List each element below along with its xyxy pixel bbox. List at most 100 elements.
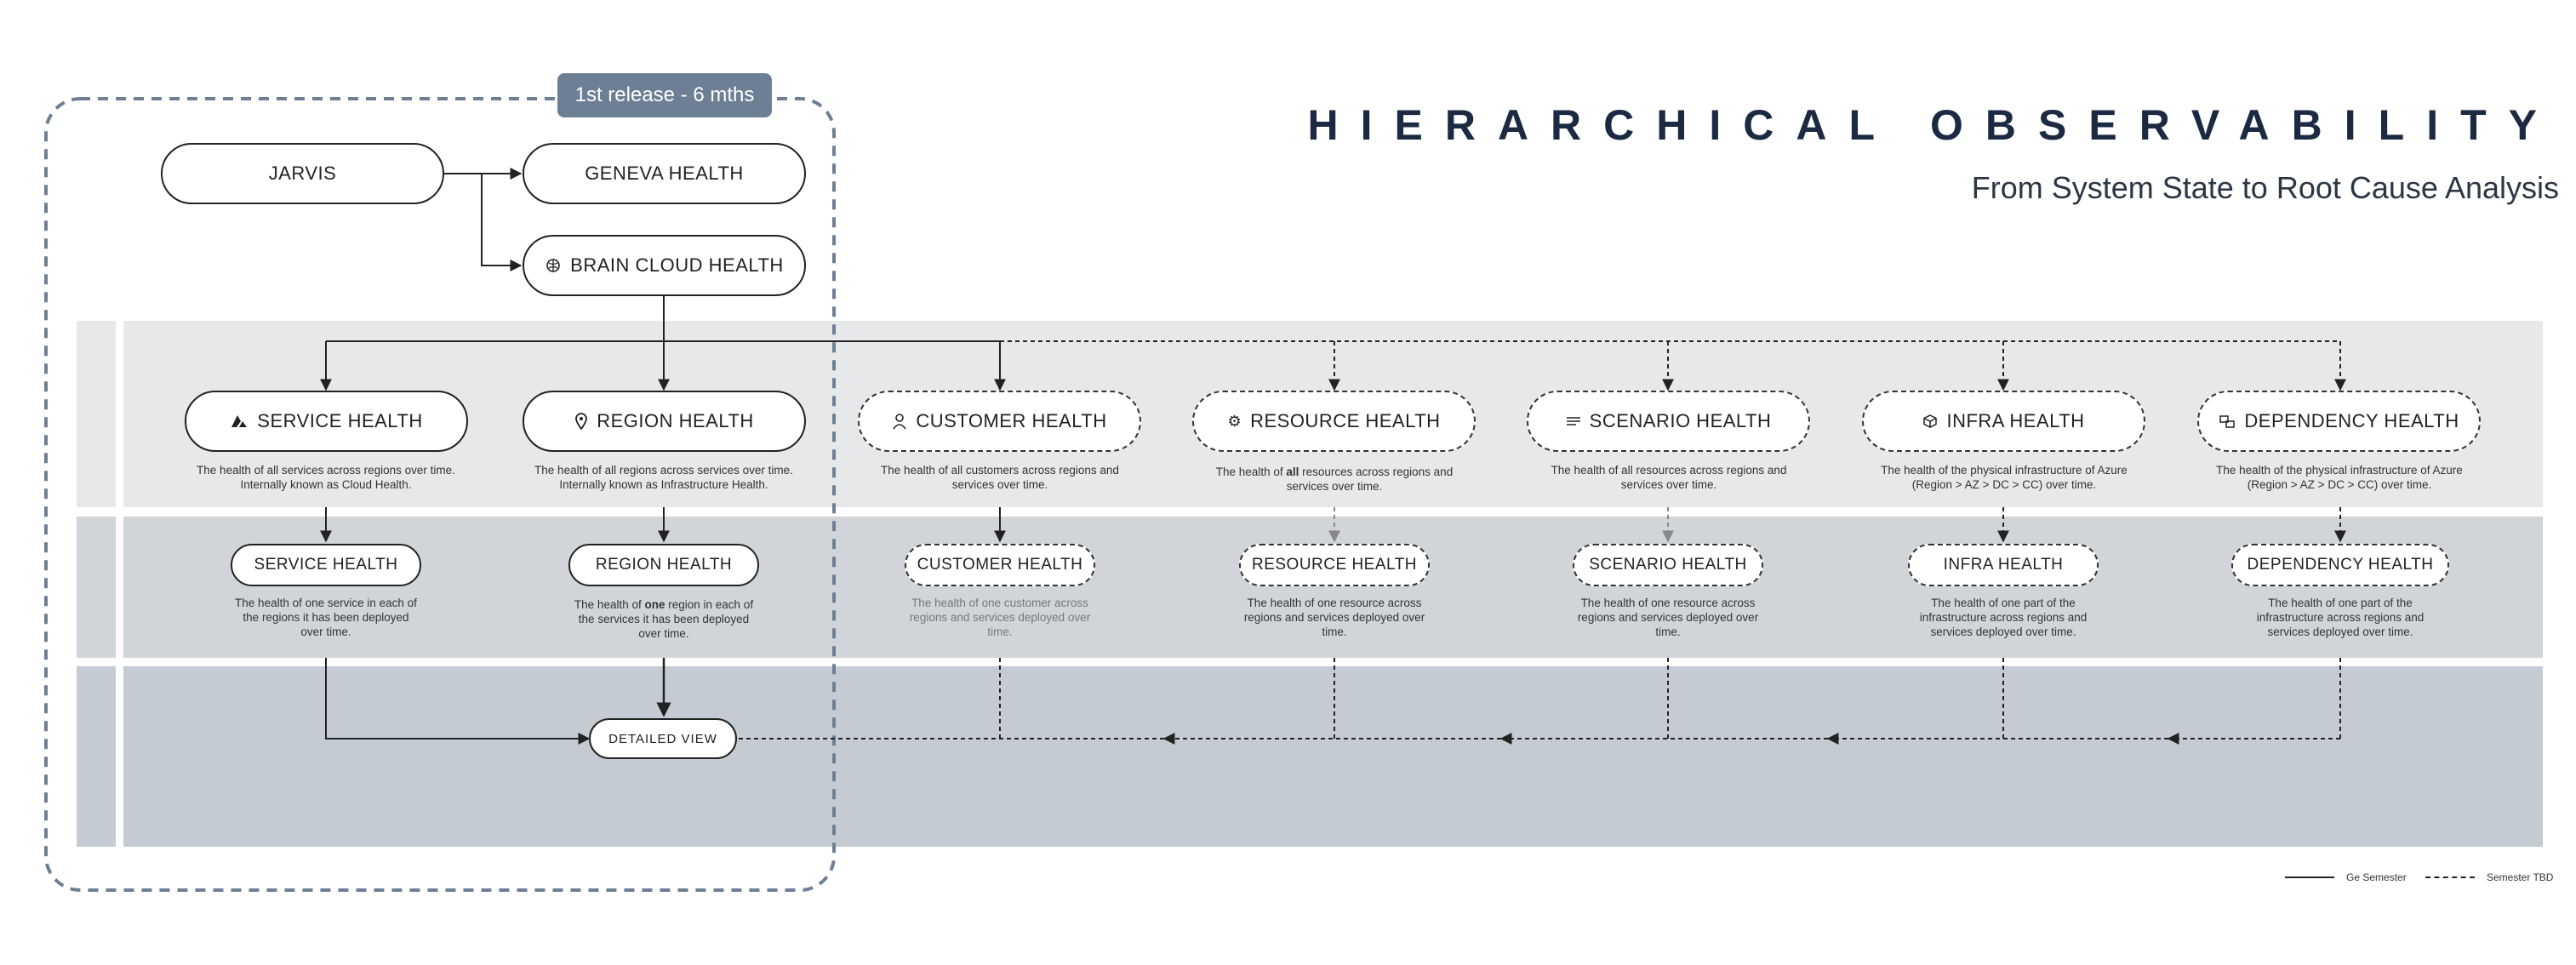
- desc-l1-dependency: The health of the physical infrastructur…: [2186, 463, 2493, 492]
- desc-line: The health of one part of the: [2268, 597, 2413, 609]
- node-jarvis[interactable]: JARVIS: [161, 143, 444, 204]
- desc-line: time.: [987, 625, 1013, 638]
- node-l1-label: DEPENDENCY HEALTH: [2244, 410, 2459, 431]
- node-l1-infra-health[interactable]: INFRA HEALTH: [1862, 391, 2145, 452]
- node-l1-label: RESOURCE HEALTH: [1250, 410, 1441, 431]
- legend-dashed-line: [2425, 876, 2475, 878]
- node-l2-label: SERVICE HEALTH: [254, 556, 398, 574]
- desc-l2-infra: The health of one part of the infrastruct…: [1884, 596, 2122, 639]
- node-l1-label: SCENARIO HEALTH: [1589, 410, 1772, 431]
- band-level-3: [123, 666, 2543, 847]
- legend-dashed-label: Semester TBD: [2487, 871, 2554, 883]
- node-l2-scenario-health[interactable]: SCENARIO HEALTH: [1573, 544, 1763, 586]
- desc-line: services deployed over time.: [2267, 625, 2413, 638]
- desc-emphasis: all: [1286, 465, 1299, 478]
- desc-l1-customer: The health of all customers across regio…: [847, 463, 1153, 492]
- detailed-view-label: DETAILED VIEW: [608, 731, 717, 746]
- legend-solid-label: Ge Semester: [2346, 871, 2407, 883]
- desc-line: The health of all customers across regio…: [881, 464, 1119, 477]
- node-jarvis-label: JARVIS: [268, 163, 337, 184]
- desc-line: regions and services deployed over: [1577, 611, 1759, 624]
- desc-line: Internally known as Cloud Health.: [240, 478, 412, 491]
- desc-l1-region: The health of all regions across service…: [511, 463, 817, 492]
- desc-line: The health of one part of the: [1931, 597, 2076, 609]
- legend-solid: Ge Semester: [2285, 871, 2407, 883]
- desc-line: services over time.: [1620, 478, 1717, 491]
- desc-text: The health of: [1215, 465, 1287, 478]
- desc-line: The health of all regions across service…: [534, 464, 793, 477]
- side-tab-level-1: [77, 321, 116, 507]
- node-l2-resource-health[interactable]: RESOURCE HEALTH: [1239, 544, 1430, 586]
- person-icon: [892, 413, 907, 430]
- desc-line: the regions it has been deployed: [243, 611, 409, 624]
- list-icon: [1566, 415, 1581, 427]
- desc-line: regions and services deployed over: [909, 611, 1091, 624]
- node-detailed-view[interactable]: DETAILED VIEW: [589, 718, 737, 759]
- node-l1-scenario-health[interactable]: SCENARIO HEALTH: [1527, 391, 1810, 452]
- desc-line: over time.: [638, 627, 689, 640]
- node-l2-infra-health[interactable]: INFRA HEALTH: [1908, 544, 2099, 586]
- desc-line: The health of the physical infrastructur…: [2216, 464, 2463, 477]
- page-title: HIERARCHICAL OBSERVABILITY: [1307, 101, 2559, 149]
- desc-l1-scenario: The health of all resources across regio…: [1516, 463, 1822, 492]
- desc-line: (Region > AZ > DC > CC) over time.: [2247, 478, 2432, 491]
- side-tab-level-3: [77, 666, 116, 847]
- cube-icon: [1922, 414, 1938, 429]
- node-l1-resource-health[interactable]: ⚙ RESOURCE HEALTH: [1192, 391, 1476, 452]
- node-l1-customer-health[interactable]: CUSTOMER HEALTH: [858, 391, 1141, 452]
- dependency-icon: [2219, 414, 2236, 429]
- desc-text: The health of: [574, 598, 645, 611]
- desc-l2-customer: The health of one customer across regions…: [881, 596, 1119, 639]
- node-l1-label: SERVICE HEALTH: [257, 410, 423, 431]
- desc-line: The health of all resources across regio…: [1181, 465, 1488, 479]
- node-l1-service-health[interactable]: SERVICE HEALTH: [185, 391, 468, 452]
- location-pin-icon: [574, 413, 588, 430]
- gear-icon: ⚙: [1227, 412, 1242, 430]
- node-brain-cloud-health[interactable]: BRAIN CLOUD HEALTH: [523, 235, 806, 296]
- desc-line: The health of all resources across regio…: [1551, 464, 1787, 477]
- page-subtitle: From System State to Root Cause Analysis: [1971, 170, 2559, 205]
- node-l2-customer-health[interactable]: CUSTOMER HEALTH: [905, 544, 1095, 586]
- desc-line: Internally known as Infrastructure Healt…: [559, 478, 768, 491]
- desc-line: The health of one resource across: [1247, 597, 1422, 609]
- desc-l1-service: The health of all services across region…: [173, 463, 479, 492]
- desc-line: The health of one region in each of: [545, 597, 783, 612]
- node-l2-label: CUSTOMER HEALTH: [917, 556, 1083, 574]
- desc-line: The health of one customer across: [911, 597, 1088, 609]
- node-l2-label: REGION HEALTH: [595, 556, 733, 574]
- node-l1-label: REGION HEALTH: [597, 410, 754, 431]
- node-l1-dependency-health[interactable]: DEPENDENCY HEALTH: [2197, 391, 2481, 452]
- desc-l2-resource: The health of one resource across regions…: [1215, 596, 1454, 639]
- node-l1-label: INFRA HEALTH: [1946, 410, 2085, 431]
- node-l1-label: CUSTOMER HEALTH: [916, 410, 1107, 431]
- desc-text: resources across regions and: [1299, 465, 1454, 478]
- desc-line: services over time.: [1286, 480, 1383, 493]
- node-brain-label: BRAIN CLOUD HEALTH: [570, 254, 784, 276]
- desc-l1-resource: The health of all resources across regio…: [1181, 465, 1488, 494]
- node-l2-service-health[interactable]: SERVICE HEALTH: [231, 544, 421, 586]
- desc-line: regions and services deployed over: [1243, 611, 1425, 624]
- release-tag: 1st release - 6 mths: [557, 73, 772, 117]
- desc-line: over time.: [300, 625, 351, 638]
- node-l2-region-health[interactable]: REGION HEALTH: [568, 544, 759, 586]
- desc-line: the services it has been deployed: [578, 613, 750, 625]
- desc-line: The health of all services across region…: [197, 464, 455, 477]
- desc-line: time.: [1322, 625, 1347, 638]
- azure-icon: [230, 414, 248, 429]
- node-l2-label: RESOURCE HEALTH: [1251, 556, 1417, 574]
- node-l2-label: SCENARIO HEALTH: [1589, 556, 1747, 574]
- desc-l2-service: The health of one service in each of the …: [207, 596, 445, 639]
- node-l2-dependency-health[interactable]: DEPENDENCY HEALTH: [2231, 544, 2449, 586]
- desc-line: services over time.: [951, 478, 1048, 491]
- node-geneva-health[interactable]: GENEVA HEALTH: [523, 143, 806, 204]
- desc-line: (Region > AZ > DC > CC) over time.: [1911, 478, 2097, 491]
- desc-line: The health of the physical infrastructur…: [1881, 464, 2128, 477]
- node-l1-region-health[interactable]: REGION HEALTH: [523, 391, 806, 452]
- desc-line: infrastructure across regions and: [1919, 611, 2088, 624]
- brain-icon: [545, 257, 562, 274]
- desc-line: The health of one service in each of: [235, 597, 417, 609]
- desc-emphasis: one: [644, 598, 665, 611]
